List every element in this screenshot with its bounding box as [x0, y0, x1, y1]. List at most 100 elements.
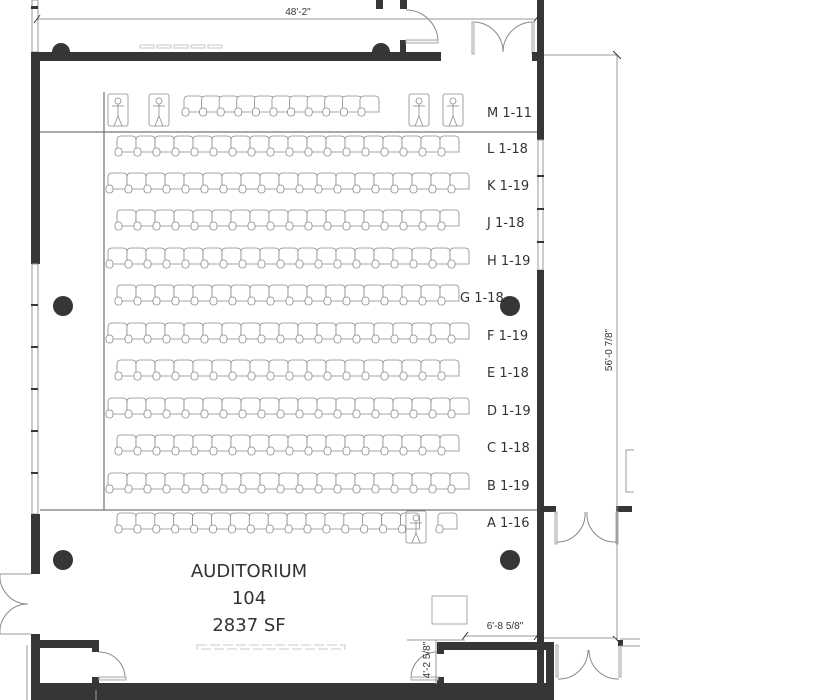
seat [162, 172, 185, 194]
seat [143, 172, 166, 194]
seat [162, 472, 185, 494]
seat [181, 172, 204, 194]
seat [190, 359, 213, 381]
seat [152, 284, 175, 306]
seat [380, 209, 403, 231]
seat [323, 359, 346, 381]
row-labels: M 1-11L 1-18K 1-19J 1-18H 1-19G 1-18F 1-… [460, 106, 532, 531]
seat [200, 172, 223, 194]
seat [171, 434, 194, 456]
walls [0, 0, 640, 700]
seat [171, 512, 194, 534]
seat [390, 172, 413, 194]
seat [276, 397, 299, 419]
seat [181, 397, 204, 419]
seat [133, 512, 156, 534]
seat [114, 359, 137, 381]
seat-row-c [114, 434, 460, 456]
seat [124, 172, 147, 194]
seat [284, 512, 307, 534]
seat [143, 472, 166, 494]
seat [418, 209, 441, 231]
seat [447, 397, 470, 419]
row-label-c: C 1-18 [487, 441, 530, 456]
seat [143, 397, 166, 419]
seat [428, 247, 451, 269]
seat [399, 359, 422, 381]
seat [352, 397, 375, 419]
seat [342, 209, 365, 231]
seat [143, 247, 166, 269]
seat [323, 135, 346, 157]
seat [247, 434, 270, 456]
seat [285, 434, 308, 456]
seat [266, 434, 289, 456]
seat [418, 434, 441, 456]
seat [209, 284, 232, 306]
seat [379, 512, 401, 534]
vestibule-depth-label: 4'-2 5/8" [422, 641, 433, 678]
row-label-j: J 1-18 [486, 216, 524, 231]
seat [124, 247, 147, 269]
seat [303, 512, 326, 534]
seat [428, 472, 451, 494]
vestibule-dimensions: 6'-8 5/8" 4'-2 5/8" [407, 621, 541, 684]
seat [390, 472, 413, 494]
seat [219, 322, 242, 344]
room-label: AUDITORIUM 104 2837 SF [191, 561, 307, 636]
seat [238, 247, 261, 269]
seat-row-j [114, 209, 460, 231]
seat [409, 472, 432, 494]
seat [246, 512, 269, 534]
seat-row-b [105, 472, 470, 494]
seat [228, 359, 251, 381]
seat [361, 284, 384, 306]
seat [190, 135, 213, 157]
seat [285, 359, 308, 381]
seat [447, 322, 470, 344]
seat [304, 434, 327, 456]
seat [257, 472, 280, 494]
seat [333, 322, 356, 344]
wheelchair-space-icon [148, 93, 170, 127]
seat [265, 512, 288, 534]
seat [181, 95, 204, 117]
width-dimension-label: 48'-2" [285, 7, 311, 18]
wheelchair-space-icon [107, 93, 129, 127]
seat-row-e [114, 359, 460, 381]
seat [228, 135, 251, 157]
seat [352, 247, 375, 269]
seat [114, 512, 137, 534]
seat [133, 359, 156, 381]
column-top-left [52, 43, 70, 52]
seat [399, 284, 422, 306]
seat [266, 135, 289, 157]
seat [323, 209, 346, 231]
seat [238, 172, 261, 194]
seat [295, 247, 318, 269]
seat [437, 434, 460, 456]
seat [357, 95, 380, 117]
seat-row-h [105, 247, 470, 269]
seat [304, 135, 327, 157]
seat [171, 135, 194, 157]
seat [371, 472, 394, 494]
seat [200, 472, 223, 494]
seat [418, 135, 441, 157]
seat [171, 209, 194, 231]
seat [361, 135, 384, 157]
seat [124, 397, 147, 419]
seat [304, 284, 327, 306]
row-label-h: H 1-19 [487, 254, 530, 269]
seat [114, 135, 137, 157]
seat [209, 135, 232, 157]
seat [124, 322, 147, 344]
seat [314, 172, 337, 194]
right-corridor: 56'-0 7/8" [544, 50, 634, 645]
door-bottom-left-swing [98, 651, 126, 679]
seat [418, 359, 441, 381]
seat [257, 247, 280, 269]
door-bottom-right-swing [410, 651, 438, 679]
row-label-g: G 1-18 [460, 291, 504, 306]
seat [247, 284, 270, 306]
